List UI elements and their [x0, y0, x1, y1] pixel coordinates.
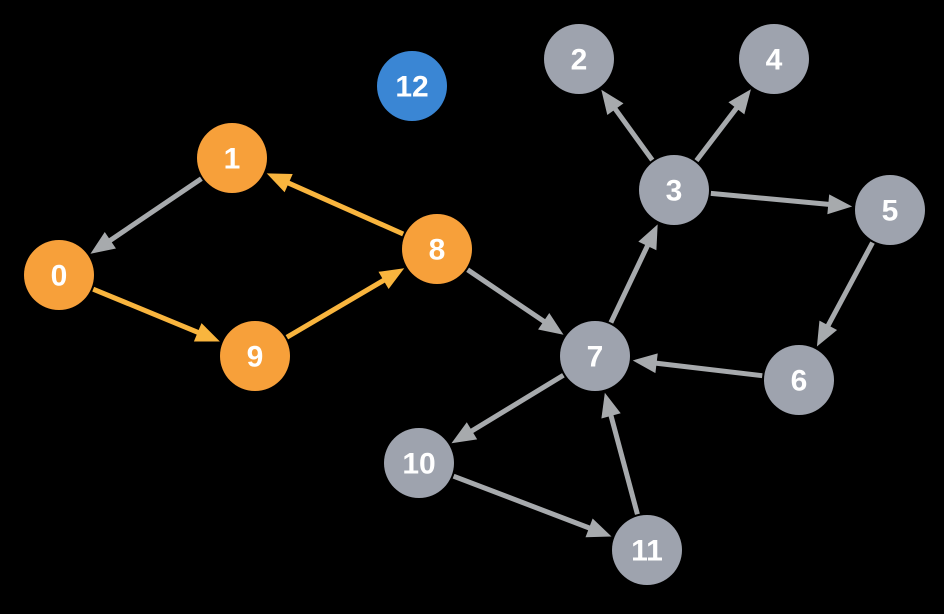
node-circle: [544, 24, 614, 94]
arrowhead-icon: [193, 323, 220, 342]
edge-line: [825, 241, 875, 329]
edge-7-to-10: [451, 373, 565, 444]
edge-line: [468, 373, 565, 434]
arrowhead-icon: [451, 422, 478, 444]
node-circle: [855, 175, 925, 245]
node-7: 7: [560, 321, 630, 391]
edge-line: [694, 105, 740, 163]
edges-layer: [90, 89, 875, 538]
node-label: 6: [791, 365, 808, 398]
arrowhead-icon: [266, 173, 293, 193]
node-2: 2: [544, 24, 614, 94]
edge-line: [285, 277, 387, 340]
node-11: 11: [612, 515, 682, 585]
node-circle: [739, 24, 809, 94]
edge-10-to-11: [452, 473, 612, 538]
edge-6-to-7: [632, 353, 763, 379]
node-label: 0: [51, 260, 68, 293]
arrowhead-icon: [601, 89, 624, 116]
node-circle: [377, 51, 447, 121]
node-label: 4: [766, 44, 783, 77]
node-label: 8: [429, 234, 446, 267]
edge-line: [92, 286, 201, 336]
node-circle: [24, 240, 94, 310]
arrowhead-icon: [728, 89, 751, 115]
node-circle: [764, 345, 834, 415]
node-5: 5: [855, 175, 925, 245]
node-label: 11: [631, 535, 663, 568]
edge-0-to-9: [92, 286, 220, 342]
node-circle: [612, 515, 682, 585]
arrowhead-icon: [90, 231, 116, 254]
node-circle: [560, 321, 630, 391]
arrowhead-icon: [638, 224, 658, 251]
edge-line: [285, 180, 405, 237]
edge-1-to-0: [90, 176, 203, 254]
edge-7-to-3: [608, 224, 658, 324]
node-label: 5: [882, 195, 899, 228]
node-4: 4: [739, 24, 809, 94]
edge-3-to-5: [710, 190, 853, 215]
edge-3-to-2: [601, 89, 655, 162]
arrowhead-icon: [601, 392, 621, 419]
node-12: 12: [377, 51, 447, 121]
node-3: 3: [639, 155, 709, 225]
edge-line: [452, 473, 592, 531]
arrowhead-icon: [632, 353, 658, 374]
node-6: 6: [764, 345, 834, 415]
node-8: 8: [402, 214, 472, 284]
arrowhead-icon: [378, 268, 405, 290]
node-label: 12: [395, 71, 428, 104]
arrowhead-icon: [827, 194, 853, 215]
edge-11-to-7: [601, 392, 640, 515]
edge-line: [466, 267, 547, 325]
node-circle: [402, 214, 472, 284]
node-10: 10: [384, 428, 454, 498]
node-label: 10: [402, 448, 435, 481]
node-circle: [220, 321, 290, 391]
node-0: 0: [24, 240, 94, 310]
node-label: 2: [571, 44, 588, 77]
node-circle: [639, 155, 709, 225]
edge-line: [608, 413, 640, 515]
edge-9-to-8: [285, 268, 405, 340]
edge-line: [107, 176, 203, 244]
edge-3-to-4: [694, 89, 751, 163]
node-circle: [384, 428, 454, 498]
edge-5-to-6: [816, 241, 875, 347]
node-circle: [197, 123, 267, 193]
node-label: 1: [224, 143, 241, 176]
node-1: 1: [197, 123, 267, 193]
arrowhead-icon: [816, 320, 838, 347]
edge-line: [654, 360, 763, 379]
edge-8-to-7: [466, 267, 564, 335]
arrowhead-icon: [585, 518, 612, 538]
node-9: 9: [220, 321, 290, 391]
edge-line: [612, 106, 655, 162]
node-label: 7: [587, 341, 604, 374]
node-label: 9: [247, 341, 264, 374]
arrowhead-icon: [538, 312, 564, 335]
edge-line: [710, 190, 831, 207]
edge-line: [608, 243, 651, 324]
node-label: 3: [666, 175, 683, 208]
edge-8-to-1: [266, 173, 405, 237]
